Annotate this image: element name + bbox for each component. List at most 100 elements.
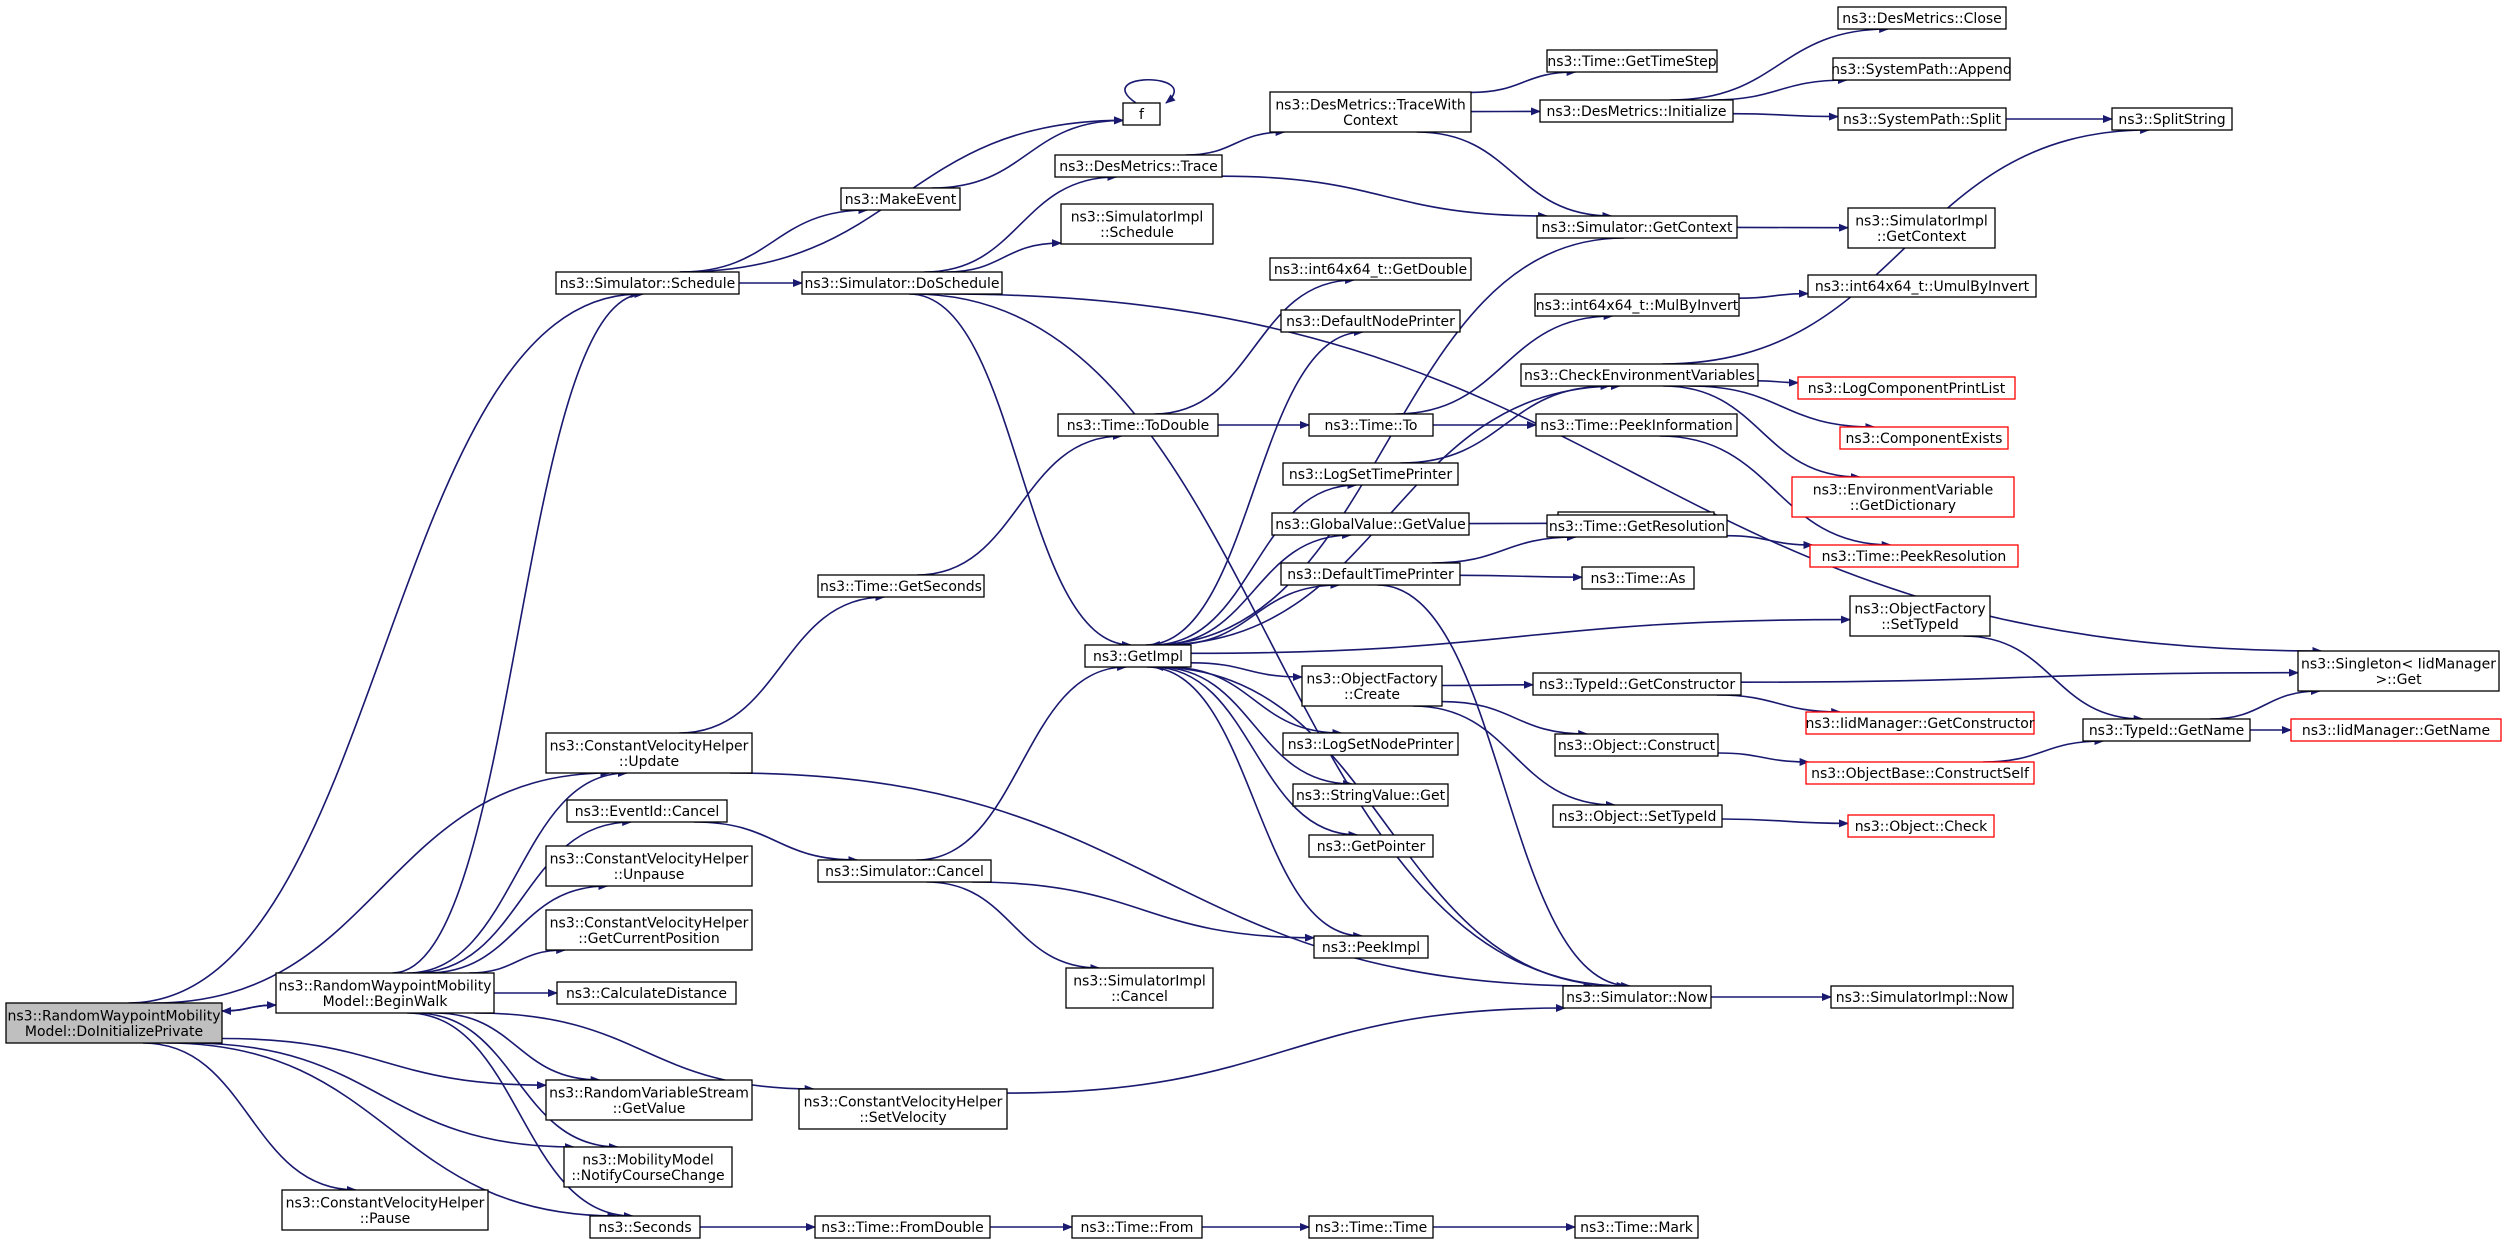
node-int64-mulbyinvert[interactable]: ns3::int64x64_t::MulByInvert bbox=[1534, 293, 1740, 317]
node-mm-notify[interactable]: ns3::MobilityModel::NotifyCourseChange bbox=[563, 1146, 733, 1188]
node-simcancel[interactable]: ns3::Simulator::Cancel bbox=[817, 859, 992, 883]
node-simimpl-cancel[interactable]: ns3::SimulatorImpl::Cancel bbox=[1065, 967, 1214, 1009]
node-objbase-constructself[interactable]: ns3::ObjectBase::ConstructSelf bbox=[1805, 761, 2035, 785]
node-obj-construct[interactable]: ns3::Object::Construct bbox=[1554, 733, 1719, 757]
node-sim-now[interactable]: ns3::Simulator::Now bbox=[1562, 985, 1712, 1009]
node-checkenv[interactable]: ns3::CheckEnvironmentVariables bbox=[1520, 363, 1759, 387]
node-singleton-get[interactable]: ns3::Singleton< IidManager >::Get bbox=[2297, 650, 2500, 692]
node-objfactory-settypeid[interactable]: ns3::ObjectFactory::SetTypeId bbox=[1849, 595, 1991, 637]
node-label: ns3::EventId::Cancel bbox=[575, 804, 720, 820]
node-todouble[interactable]: ns3::Time::ToDouble bbox=[1057, 413, 1219, 437]
node-box bbox=[1805, 761, 2035, 785]
node-getpointer[interactable]: ns3::GetPointer bbox=[1308, 834, 1434, 858]
node-systempath-append[interactable]: ns3::SystemPath::Append bbox=[1831, 57, 2012, 81]
call-edge-eventcancel-to-simcancel bbox=[694, 821, 859, 864]
node-stringvalue-get[interactable]: ns3::StringValue::Get bbox=[1292, 783, 1449, 807]
node-int64-getdouble[interactable]: ns3::int64x64_t::GetDouble bbox=[1269, 257, 1472, 281]
node-makeevent[interactable]: ns3::MakeEvent bbox=[840, 187, 961, 211]
node-object-check[interactable]: ns3::Object::Check bbox=[1847, 814, 1995, 838]
node-box bbox=[563, 1146, 733, 1188]
node-cvh-setvel[interactable]: ns3::ConstantVelocityHelper::SetVelocity bbox=[798, 1088, 1008, 1130]
node-simimpl-getcontext[interactable]: ns3::SimulatorImpl::GetContext bbox=[1847, 207, 1996, 249]
node-label: ::NotifyCourseChange bbox=[571, 1168, 724, 1184]
node-desmetrics-trace[interactable]: ns3::DesMetrics::Trace bbox=[1054, 154, 1223, 178]
node-doschedule[interactable]: ns3::Simulator::DoSchedule bbox=[801, 271, 1003, 295]
node-globalvalue-get[interactable]: ns3::GlobalValue::GetValue bbox=[1271, 512, 1470, 536]
node-getimpl[interactable]: ns3::GetImpl bbox=[1084, 644, 1192, 668]
node-cvh-getpos[interactable]: ns3::ConstantVelocityHelper::GetCurrentP… bbox=[545, 909, 753, 951]
node-cvh-update[interactable]: ns3::ConstantVelocityHelper::Update bbox=[545, 732, 753, 774]
node-objfactory-create[interactable]: ns3::ObjectFactory::Create bbox=[1301, 665, 1443, 707]
node-sim-getcontext[interactable]: ns3::Simulator::GetContext bbox=[1536, 215, 1738, 239]
node-logcomponentprintlist[interactable]: ns3::LogComponentPrintList bbox=[1797, 376, 2016, 400]
node-seconds[interactable]: ns3::Seconds bbox=[589, 1215, 701, 1239]
node-iidmanager-getctor[interactable]: ns3::IidManager::GetConstructor bbox=[1805, 711, 2035, 735]
node-peekimpl[interactable]: ns3::PeekImpl bbox=[1313, 935, 1429, 959]
node-logsetnodeprinter[interactable]: ns3::LogSetNodePrinter bbox=[1282, 732, 1459, 756]
node-label: ::GetValue bbox=[613, 1101, 686, 1117]
node-label: ns3::ConstantVelocityHelper bbox=[286, 1195, 485, 1211]
node-calcdist[interactable]: ns3::CalculateDistance bbox=[556, 981, 737, 1005]
node-label: ns3::Seconds bbox=[598, 1220, 691, 1236]
node-peekinformation[interactable]: ns3::Time::PeekInformation bbox=[1535, 413, 1738, 437]
node-cvh-unpause[interactable]: ns3::ConstantVelocityHelper::Unpause bbox=[545, 845, 753, 887]
node-timeas[interactable]: ns3::Time::As bbox=[1581, 566, 1695, 590]
node-box bbox=[1546, 49, 1718, 73]
node-box bbox=[1308, 413, 1434, 437]
node-box bbox=[1581, 566, 1695, 590]
node-componentexists[interactable]: ns3::ComponentExists bbox=[1839, 426, 2009, 450]
node-box bbox=[801, 271, 1003, 295]
node-label: ns3::ConstantVelocityHelper bbox=[550, 915, 749, 931]
call-edge-typeid_getctor-to-iidmanager_getctor bbox=[1716, 694, 1842, 716]
node-timeto[interactable]: ns3::Time::To bbox=[1308, 413, 1434, 437]
node-timefrom[interactable]: ns3::Time::From bbox=[1071, 1215, 1203, 1239]
node-simimpl-now[interactable]: ns3::SimulatorImpl::Now bbox=[1830, 985, 2014, 1009]
node-beginwalk[interactable]: ns3::RandomWaypointMobilityModel::BeginW… bbox=[275, 972, 495, 1014]
call-edge-root-to-rvs_getvalue bbox=[221, 1037, 547, 1090]
node-defnodeprinter[interactable]: ns3::DefaultNodePrinter bbox=[1280, 309, 1461, 333]
node-label: ns3::ConstantVelocityHelper bbox=[804, 1094, 1003, 1110]
node-f[interactable]: f bbox=[1122, 102, 1161, 126]
node-box bbox=[814, 1215, 991, 1239]
node-root[interactable]: ns3::RandomWaypointMobilityModel::DoInit… bbox=[5, 1002, 223, 1044]
node-int64-umulbyinvert[interactable]: ns3::int64x64_t::UmulByInvert bbox=[1807, 274, 2037, 298]
node-typeid-getctor[interactable]: ns3::TypeId::GetConstructor bbox=[1532, 672, 1742, 696]
node-logsettimeprinter[interactable]: ns3::LogSetTimePrinter bbox=[1282, 462, 1459, 486]
call-edge-typeid_getname-to-singleton_get bbox=[2209, 687, 2321, 720]
node-timetime[interactable]: ns3::Time::Time bbox=[1308, 1215, 1434, 1239]
call-edge-f-to-f bbox=[1124, 79, 1176, 104]
node-layer: ns3::RandomWaypointMobilityModel::DoInit… bbox=[5, 6, 2502, 1239]
node-gettimeseconds[interactable]: ns3::Time::GetSeconds bbox=[817, 574, 985, 598]
node-box bbox=[1535, 413, 1738, 437]
node-obj-settypeid[interactable]: ns3::Object::SetTypeId bbox=[1552, 804, 1723, 828]
node-deftimeprinter[interactable]: ns3::DefaultTimePrinter bbox=[1280, 562, 1461, 586]
call-edge-cvh_update-to-gettimeseconds bbox=[679, 593, 886, 734]
node-peekresolution[interactable]: ns3::Time::PeekResolution bbox=[1809, 544, 2019, 568]
node-label: ns3::Object::Check bbox=[1855, 819, 1988, 835]
node-desmetrics-init[interactable]: ns3::DesMetrics::Initialize bbox=[1539, 99, 1734, 123]
node-desmetrics-close[interactable]: ns3::DesMetrics::Close bbox=[1837, 6, 2007, 30]
node-simimpl-schedule[interactable]: ns3::SimulatorImpl::Schedule bbox=[1060, 203, 1214, 245]
node-eventcancel[interactable]: ns3::EventId::Cancel bbox=[566, 799, 728, 823]
node-box bbox=[840, 187, 961, 211]
node-box bbox=[1805, 711, 2035, 735]
node-iidmanager-getname[interactable]: ns3::IidManager::GetName bbox=[2290, 718, 2502, 742]
node-label: ns3::SystemPath::Append bbox=[1831, 62, 2012, 78]
node-box bbox=[1837, 107, 2007, 131]
node-splitstring[interactable]: ns3::SplitString bbox=[2111, 107, 2233, 131]
node-timemark[interactable]: ns3::Time::Mark bbox=[1574, 1215, 1699, 1239]
node-rvs-getvalue[interactable]: ns3::RandomVariableStream::GetValue bbox=[545, 1079, 753, 1121]
node-sched[interactable]: ns3::Simulator::Schedule bbox=[555, 271, 740, 295]
node-envvar-getdict[interactable]: ns3::EnvironmentVariable::GetDictionary bbox=[1791, 476, 2015, 518]
node-getresolution[interactable]: ns3::Time::GetResolution bbox=[1546, 514, 1728, 538]
node-typeid-getname[interactable]: ns3::TypeId::GetName bbox=[2082, 718, 2251, 742]
node-cvh-pause[interactable]: ns3::ConstantVelocityHelper::Pause bbox=[281, 1189, 489, 1231]
node-fromdouble[interactable]: ns3::Time::FromDouble bbox=[814, 1215, 991, 1239]
node-box bbox=[1292, 783, 1449, 807]
node-gettimestep[interactable]: ns3::Time::GetTimeStep bbox=[1546, 49, 1718, 73]
node-systempath-split[interactable]: ns3::SystemPath::Split bbox=[1837, 107, 2007, 131]
call-edge-desmetrics_trace-to-tracewithcontext bbox=[1185, 128, 1286, 156]
node-label: ns3::TypeId::GetConstructor bbox=[1539, 677, 1735, 693]
node-box bbox=[1282, 732, 1459, 756]
